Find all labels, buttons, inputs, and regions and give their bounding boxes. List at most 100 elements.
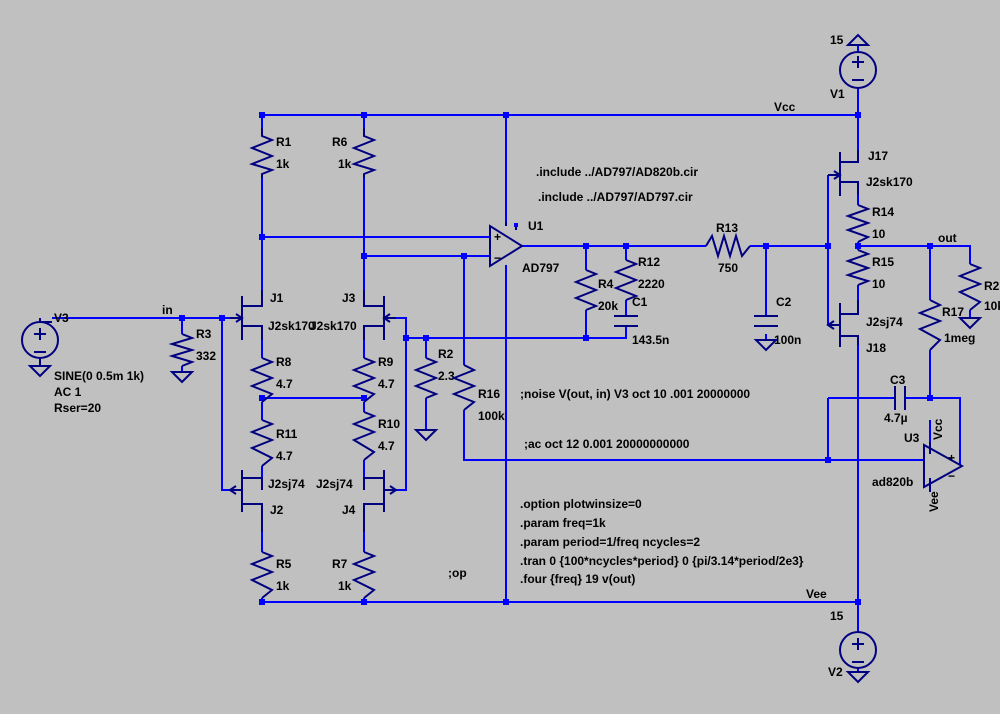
r12-value: 2220 — [638, 277, 665, 291]
resistors: R1 1k R6 1k R3 332 R8 4.7 R9 4.7 R11 4.7 — [168, 128, 1000, 599]
j4-model: J2sj74 — [316, 477, 353, 491]
resistor-r2[interactable]: R2 2.3 — [413, 347, 455, 399]
jfet-j2[interactable]: J2sj74 J2 — [228, 470, 305, 532]
u3-model: ad820b — [872, 475, 913, 489]
j17-model: J2sk170 — [866, 175, 913, 189]
directive-option[interactable]: .option plotwinsize=0 — [520, 497, 642, 511]
resistor-r2-load[interactable]: R2 10k — [957, 263, 1000, 313]
r9-name: R9 — [378, 355, 394, 369]
jfets: J1 J2sk170 J3 J2sk170 J2sj74 J2 J2sj74 J… — [228, 149, 913, 532]
c2-name: C2 — [776, 295, 792, 309]
v2-value: 15 — [830, 609, 844, 623]
resistor-r10[interactable]: R10 4.7 — [351, 411, 400, 461]
resistor-r14[interactable]: R14 10 — [844, 204, 894, 243]
resistor-r16[interactable]: R16 100k — [451, 364, 505, 423]
directive-param-freq[interactable]: .param freq=1k — [520, 516, 606, 530]
c1-value: 143.5n — [632, 333, 669, 347]
directive-four[interactable]: .four {freq} 19 v(out) — [520, 572, 635, 586]
c3-name: C3 — [890, 373, 906, 387]
resistor-r12[interactable]: R12 2220 — [613, 255, 665, 301]
r1-value: 1k — [276, 157, 290, 171]
directive-include-ad820b[interactable]: .include ../AD797/AD820b.cir — [536, 165, 698, 179]
r15-value: 10 — [872, 277, 886, 291]
r5-value: 1k — [276, 579, 290, 593]
directive-param-period[interactable]: .param period=1/freq ncycles=2 — [520, 535, 700, 549]
directive-ac[interactable]: ;ac oct 12 0.001 20000000000 — [524, 437, 690, 451]
jfet-j3[interactable]: J3 J2sk170 — [310, 290, 396, 340]
r13-value: 750 — [718, 261, 738, 275]
resistor-r11[interactable]: R11 4.7 — [249, 419, 298, 467]
u3-minus-sign: − — [948, 469, 955, 483]
resistor-r6[interactable]: R6 1k — [332, 128, 378, 178]
jfet-j18[interactable]: J2sj74 J18 — [826, 300, 903, 355]
jfet-j1[interactable]: J1 J2sk170 — [230, 290, 315, 340]
v3-name: V3 — [54, 311, 69, 325]
r9-value: 4.7 — [378, 377, 395, 391]
voltage-source-v3[interactable]: V3 SINE(0 0.5m 1k) AC 1 Rser=20 — [21, 311, 144, 415]
j2-name: J2 — [270, 503, 284, 517]
jfet-j4[interactable]: J2sj74 J4 — [316, 470, 398, 532]
resistor-r15[interactable]: R15 10 — [844, 249, 894, 291]
net-label-in: in — [162, 303, 173, 317]
resistor-r5[interactable]: R5 1k — [249, 551, 292, 599]
resistor-r1[interactable]: R1 1k — [248, 128, 292, 178]
j17-name: J17 — [868, 149, 888, 163]
c3-value: 4.7µ — [884, 411, 908, 425]
j18-name: J18 — [866, 341, 886, 355]
u1-name: U1 — [528, 219, 544, 233]
u3-vee-label: Vee — [927, 491, 941, 512]
directive-op[interactable]: ;op — [448, 566, 467, 580]
capacitors: C1 143.5n C2 100n C3 4.7µ — [614, 295, 908, 425]
capacitor-c3[interactable]: C3 4.7µ — [884, 373, 908, 425]
u3-vcc-label: Vcc — [931, 418, 945, 440]
capacitor-c2[interactable]: C2 100n — [754, 295, 801, 347]
r17-value: 1meg — [944, 331, 975, 345]
u1-plus-sign: + — [494, 230, 501, 244]
ground-v3 — [27, 365, 53, 378]
opamp-u1[interactable]: + − U1 AD797 — [489, 219, 560, 275]
directive-noise[interactable]: ;noise V(out, in) V3 oct 10 .001 2000000… — [520, 387, 750, 401]
grounds — [27, 317, 983, 442]
net-label-vcc: Vcc — [774, 100, 796, 114]
directive-include-ad797[interactable]: .include ../AD797/AD797.cir — [538, 190, 693, 204]
r12-name: R12 — [638, 255, 660, 269]
resistor-r7[interactable]: R7 1k — [332, 551, 377, 599]
opamp-u3[interactable]: + − U3 ad820b Vcc Vee — [872, 418, 965, 512]
c2-value: 100n — [774, 333, 801, 347]
r16-name: R16 — [478, 387, 500, 401]
resistor-r4[interactable]: R4 20k — [573, 269, 618, 313]
resistor-r9[interactable]: R9 4.7 — [351, 355, 395, 403]
r7-value: 1k — [338, 579, 352, 593]
v3-value2: AC 1 — [54, 385, 82, 399]
sources: 15 V1 15 V2 V3 SINE(0 0.5m 1k) AC 1 Rser… — [21, 33, 877, 684]
net-label-vee: Vee — [806, 587, 827, 601]
resistor-r8[interactable]: R8 4.7 — [249, 355, 293, 403]
voltage-source-v1[interactable]: 15 V1 — [830, 33, 877, 101]
jfet-j17[interactable]: J17 J2sk170 — [828, 149, 913, 196]
spice-directives: .include ../AD797/AD820b.cir .include ..… — [448, 165, 804, 586]
j3-name: J3 — [342, 291, 356, 305]
r6-value: 1k — [338, 157, 352, 171]
resistor-r13[interactable]: R13 750 — [705, 221, 751, 275]
r2-load-name: R2 — [984, 279, 1000, 293]
r11-name: R11 — [276, 427, 298, 441]
r15-name: R15 — [872, 255, 894, 269]
ground-r2-load — [957, 317, 983, 330]
r10-value: 4.7 — [378, 439, 395, 453]
r8-name: R8 — [276, 355, 292, 369]
v1-name: V1 — [830, 87, 845, 101]
j18-model: J2sj74 — [866, 315, 903, 329]
resistor-r17[interactable]: R17 1meg — [917, 299, 975, 351]
u1-model: AD797 — [522, 261, 560, 275]
directive-tran[interactable]: .tran 0 {100*ncycles*period} 0 {pi/3.14*… — [520, 554, 804, 568]
r2-value: 2.3 — [438, 369, 455, 383]
resistor-r3[interactable]: R3 332 — [168, 327, 216, 367]
r2-name: R2 — [438, 347, 454, 361]
voltage-source-v2[interactable]: 15 V2 — [828, 609, 877, 684]
net-label-out: out — [938, 231, 957, 245]
r7-name: R7 — [332, 557, 348, 571]
capacitor-c1[interactable]: C1 143.5n — [614, 295, 669, 347]
u3-name: U3 — [904, 431, 920, 445]
r8-value: 4.7 — [276, 377, 293, 391]
